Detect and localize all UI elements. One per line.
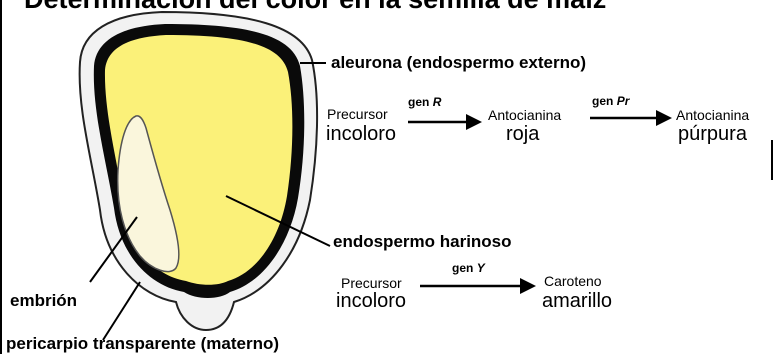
precursor-1-big: incoloro — [326, 124, 396, 144]
pericarpio-label: pericarpio transparente (materno) — [6, 335, 279, 352]
caroteno-small: Caroteno — [544, 274, 602, 288]
precursor-2-small: Precursor — [341, 276, 402, 290]
arrow-Pr — [590, 110, 672, 126]
antocianina-purpura-big: púrpura — [678, 124, 747, 144]
caroteno-big: amarillo — [542, 291, 612, 311]
antocianina-purpura-small: Antocianina — [676, 108, 749, 122]
endospermo-label: endospermo harinoso — [333, 233, 512, 250]
precursor-2-big: incoloro — [336, 291, 406, 311]
arrow-Y — [420, 278, 536, 294]
diagram-title: Determinación del color en la semilla de… — [24, 0, 606, 13]
aleurona-label: aleurona (endospermo externo) — [331, 54, 586, 71]
left-border — [0, 0, 2, 354]
arrow-R — [408, 114, 482, 130]
gene-Y-label: gen Y — [452, 262, 485, 274]
gene-Pr-label: gen Pr — [592, 95, 629, 107]
precursor-1-small: Precursor — [327, 107, 388, 121]
pericarpio-pointer — [103, 282, 140, 340]
gene-R-label: gen R — [408, 96, 441, 108]
antocianina-roja-small: Antocianina — [488, 108, 561, 122]
antocianina-roja-big: roja — [506, 124, 539, 144]
embrion-label: embrión — [10, 292, 77, 309]
